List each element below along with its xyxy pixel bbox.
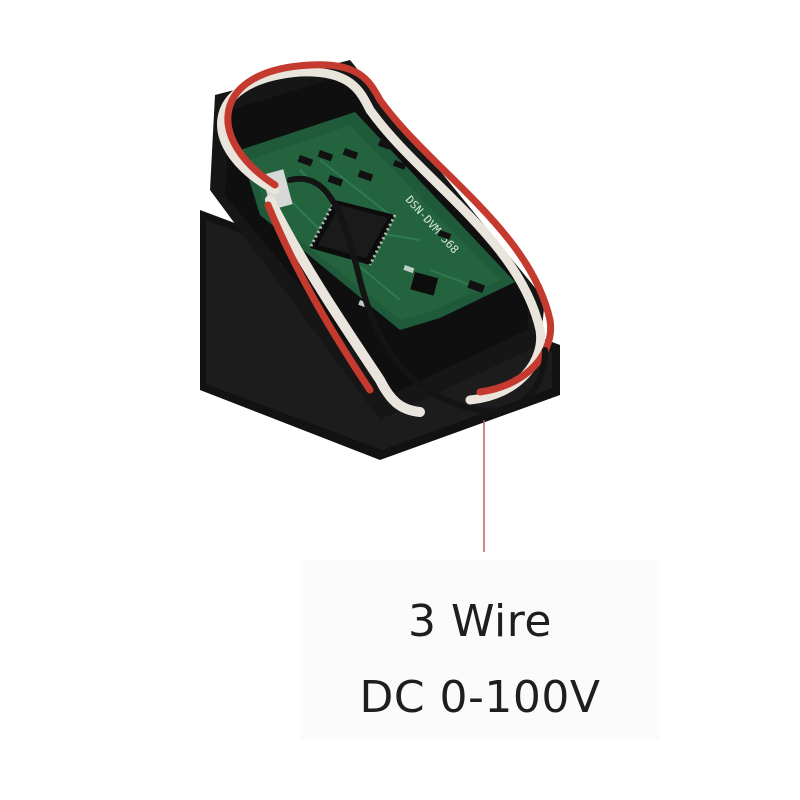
wire-red-lead	[264, 201, 374, 394]
pcb-smd-components	[297, 140, 486, 309]
caption-panel	[300, 560, 660, 740]
wire-red	[224, 61, 555, 396]
voltmeter-module-photo: DSN-DVM-568	[200, 60, 560, 460]
caption-wire-count: 3 Wire	[408, 596, 552, 647]
chip-icon	[308, 199, 397, 266]
wire-white-lead	[265, 195, 425, 417]
caption-voltage-range: DC 0-100V	[359, 672, 601, 723]
wire-black	[287, 175, 548, 414]
pcb-transistor	[410, 272, 439, 296]
